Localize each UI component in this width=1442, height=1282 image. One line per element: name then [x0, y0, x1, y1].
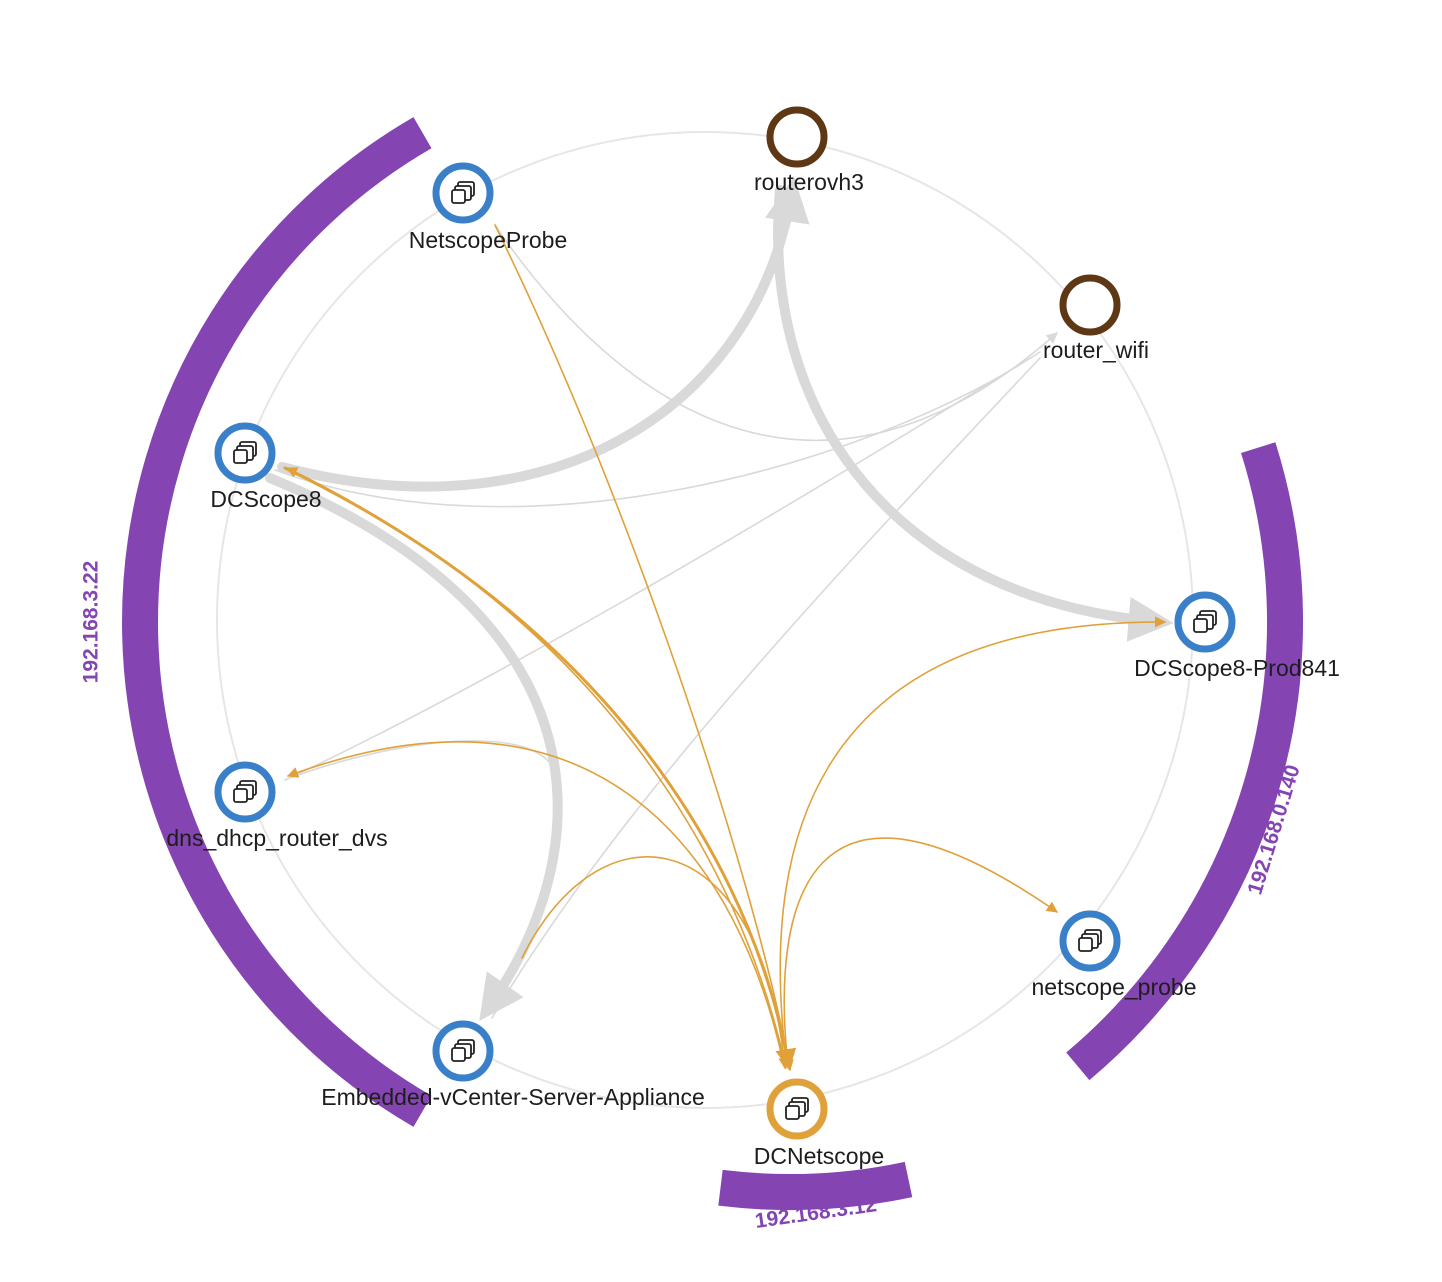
node-label: router_wifi	[1043, 337, 1149, 363]
node-dns_dhcp_router_dvs[interactable]: dns_dhcp_router_dvs	[166, 761, 388, 851]
ip-group-arc	[122, 117, 432, 1127]
edge-dcscope8-to-dcnetscope[interactable]	[283, 466, 797, 1071]
edge-router_wifi-to-embedded-vcenter[interactable]	[491, 357, 1041, 1019]
vm-stack-icon	[1078, 929, 1102, 952]
node-label: DCScope8	[210, 486, 321, 512]
node-embedded-vcenter[interactable]: Embedded-vCenter-Server-Appliance	[321, 1020, 705, 1110]
node-dcscope8-prod841[interactable]: DCScope8-Prod841	[1134, 591, 1340, 681]
edge-dcnetscope-to-dcscope8[interactable]	[285, 467, 787, 1069]
edge-dcscope8-to-routerovh3[interactable]	[277, 176, 810, 492]
edge-router_wifi-to-dns_dhcp_router_dvs[interactable]	[284, 357, 1031, 781]
node-routerovh3[interactable]: routerovh3	[754, 106, 864, 195]
node-label: netscope_probe	[1032, 974, 1197, 1000]
node-label: DCNetscope	[754, 1143, 884, 1169]
edge-embedded-vcenter-to-dcnetscope[interactable]	[521, 856, 790, 1070]
layout-guide-circle	[216, 131, 1194, 1109]
node-label: Embedded-vCenter-Server-Appliance	[321, 1084, 705, 1110]
vm-stack-icon	[451, 181, 475, 204]
edge-dcnetscope-to-netscope_probe[interactable]	[783, 837, 1058, 1067]
vm-stack-icon	[1193, 610, 1217, 633]
node-netscopeprobe[interactable]: NetscopeProbe	[409, 162, 568, 253]
node-label: dns_dhcp_router_dvs	[166, 825, 387, 851]
node-label: NetscopeProbe	[409, 227, 568, 253]
edge-dcnetscope-to-dcscope8-prod841[interactable]	[779, 616, 1167, 1067]
node-label: DCScope8-Prod841	[1134, 655, 1340, 681]
vm-stack-icon	[451, 1039, 475, 1062]
node-label: routerovh3	[754, 169, 864, 195]
node-netscope_probe[interactable]: netscope_probe	[1032, 910, 1197, 1000]
ip-group-label: 192.168.3.22	[80, 561, 103, 684]
ip-group-g1[interactable]: 192.168.3.22	[80, 117, 432, 1127]
node-ring	[766, 106, 828, 168]
node-dcscope8[interactable]: DCScope8	[210, 422, 322, 512]
vm-stack-icon	[785, 1097, 809, 1120]
edge-router_wifi-to-dcscope8[interactable]	[274, 351, 1041, 508]
vm-stack-icon	[233, 441, 257, 464]
edge-dns_dhcp_router_dvs-to-embedded-vcenter[interactable]	[289, 740, 559, 801]
node-dcnetscope[interactable]: DCNetscope	[754, 1078, 884, 1169]
node-router_wifi[interactable]: router_wifi	[1043, 274, 1149, 363]
edge-dcscope8-to-embedded-vcenter[interactable]	[265, 473, 563, 1022]
edge-dcnetscope-to-dns_dhcp_router_dvs[interactable]	[286, 741, 785, 1067]
node-ring	[1059, 274, 1121, 336]
ip-group-g3[interactable]: 192.168.3.12	[718, 1161, 913, 1233]
ip-group-arc	[718, 1161, 913, 1210]
ip-group-arc	[1066, 442, 1304, 1081]
edge-routerovh3-to-dcscope8-prod841[interactable]	[773, 185, 1174, 642]
edge-netscopeprobe-to-dcnetscope[interactable]	[494, 224, 794, 1072]
vm-stack-icon	[233, 780, 257, 803]
